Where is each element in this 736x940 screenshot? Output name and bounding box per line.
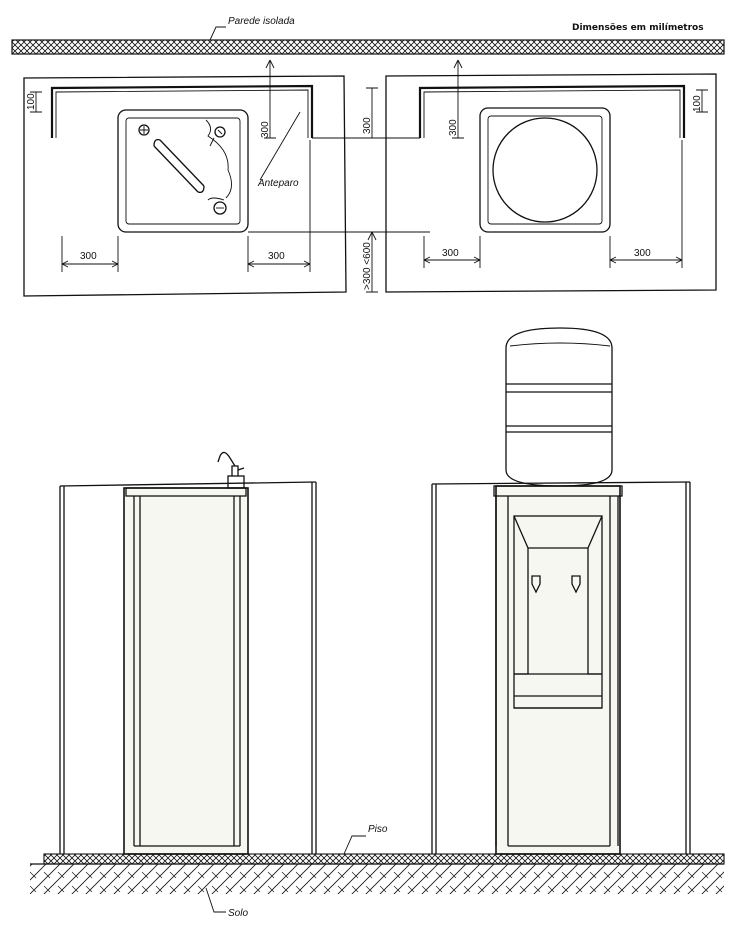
insulated-wall <box>11 39 725 55</box>
ground-label: Solo <box>228 908 248 919</box>
plan-right: 300 100 300 300 <box>385 59 717 293</box>
water-bottle <box>505 327 613 487</box>
elevation-right <box>431 327 691 855</box>
dim-100-left: 100 <box>26 93 37 110</box>
dim-300-bottom-1: 300 <box>80 251 97 262</box>
center-dims: 300 >300 <600 <box>248 87 430 293</box>
insulated-wall-label: Parede isolada <box>228 16 295 27</box>
elevation-left <box>59 451 317 855</box>
dim-300-wall-left: 300 <box>260 121 271 138</box>
tap-icon <box>531 575 581 594</box>
plan-left: 100 300 300 300 Anteparo <box>23 59 347 297</box>
units-note: Dimensões em milímetros <box>572 23 704 33</box>
dim-300-bottom-2: 300 <box>268 251 285 262</box>
dim-300-bottom-3: 300 <box>442 248 459 259</box>
dim-300-wall-center: 300 <box>362 117 373 134</box>
floor-label: Piso <box>368 824 388 835</box>
floor <box>43 853 725 865</box>
screen-label: Anteparo <box>257 178 299 189</box>
ground <box>30 864 724 894</box>
dim-100-right: 100 <box>692 95 703 112</box>
dim-300-bottom-4: 300 <box>634 248 651 259</box>
faucet-icon <box>217 451 245 489</box>
clearance-range: >300 <600 <box>362 242 373 290</box>
dim-300-wall-right: 300 <box>448 119 459 136</box>
